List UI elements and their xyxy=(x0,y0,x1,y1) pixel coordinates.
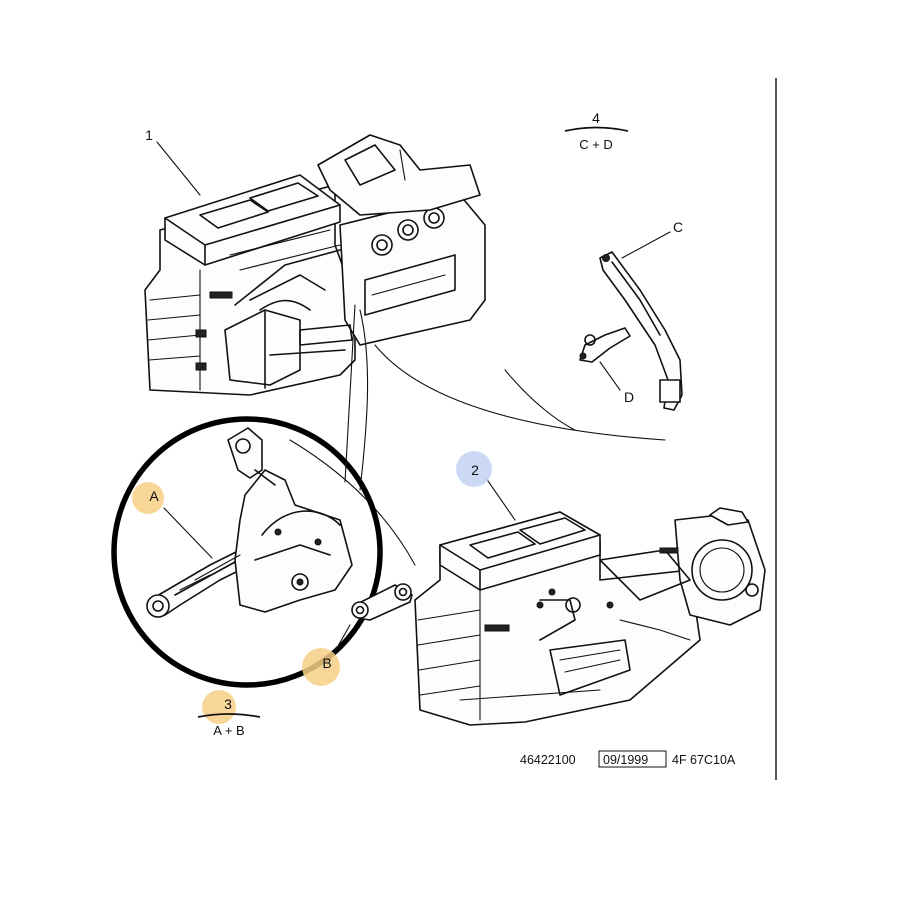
callout-3: 3 xyxy=(224,696,232,712)
heater-assembly-1-drawing xyxy=(144,134,486,396)
kit-3-divider xyxy=(197,713,261,718)
cable xyxy=(359,309,369,491)
footer-date-box xyxy=(598,750,667,768)
cable xyxy=(374,344,666,441)
kit-3-contents: A + B xyxy=(213,723,244,738)
highlight-2 xyxy=(456,451,492,487)
part-d-drawing xyxy=(579,327,631,391)
callout-c: C xyxy=(673,219,683,235)
detail-connector xyxy=(344,304,356,483)
kit-4-contents: C + D xyxy=(579,137,613,152)
callout-2: 2 xyxy=(471,462,479,478)
footer-date: 09/1999 xyxy=(603,753,648,767)
cable xyxy=(504,369,576,431)
callout-b: B xyxy=(322,655,331,671)
callout-d: D xyxy=(624,389,634,405)
part-b-drawing xyxy=(329,583,413,661)
part-a-drawing xyxy=(146,427,353,618)
highlight-a xyxy=(132,482,164,514)
heater-assembly-2-drawing xyxy=(414,507,766,726)
leader-2 xyxy=(485,477,516,521)
footer-part-number: 46422100 xyxy=(520,753,576,767)
highlight-b xyxy=(302,648,340,686)
leader-1 xyxy=(156,141,201,196)
callout-1: 1 xyxy=(145,127,153,143)
part-c-drawing xyxy=(599,231,683,411)
callout-4: 4 xyxy=(592,110,600,126)
footer-reference: 4F 67C10A xyxy=(672,753,736,767)
cable xyxy=(289,439,416,566)
detail-circle xyxy=(111,416,383,688)
kit-4-divider xyxy=(564,126,629,132)
callout-a: A xyxy=(149,488,159,504)
